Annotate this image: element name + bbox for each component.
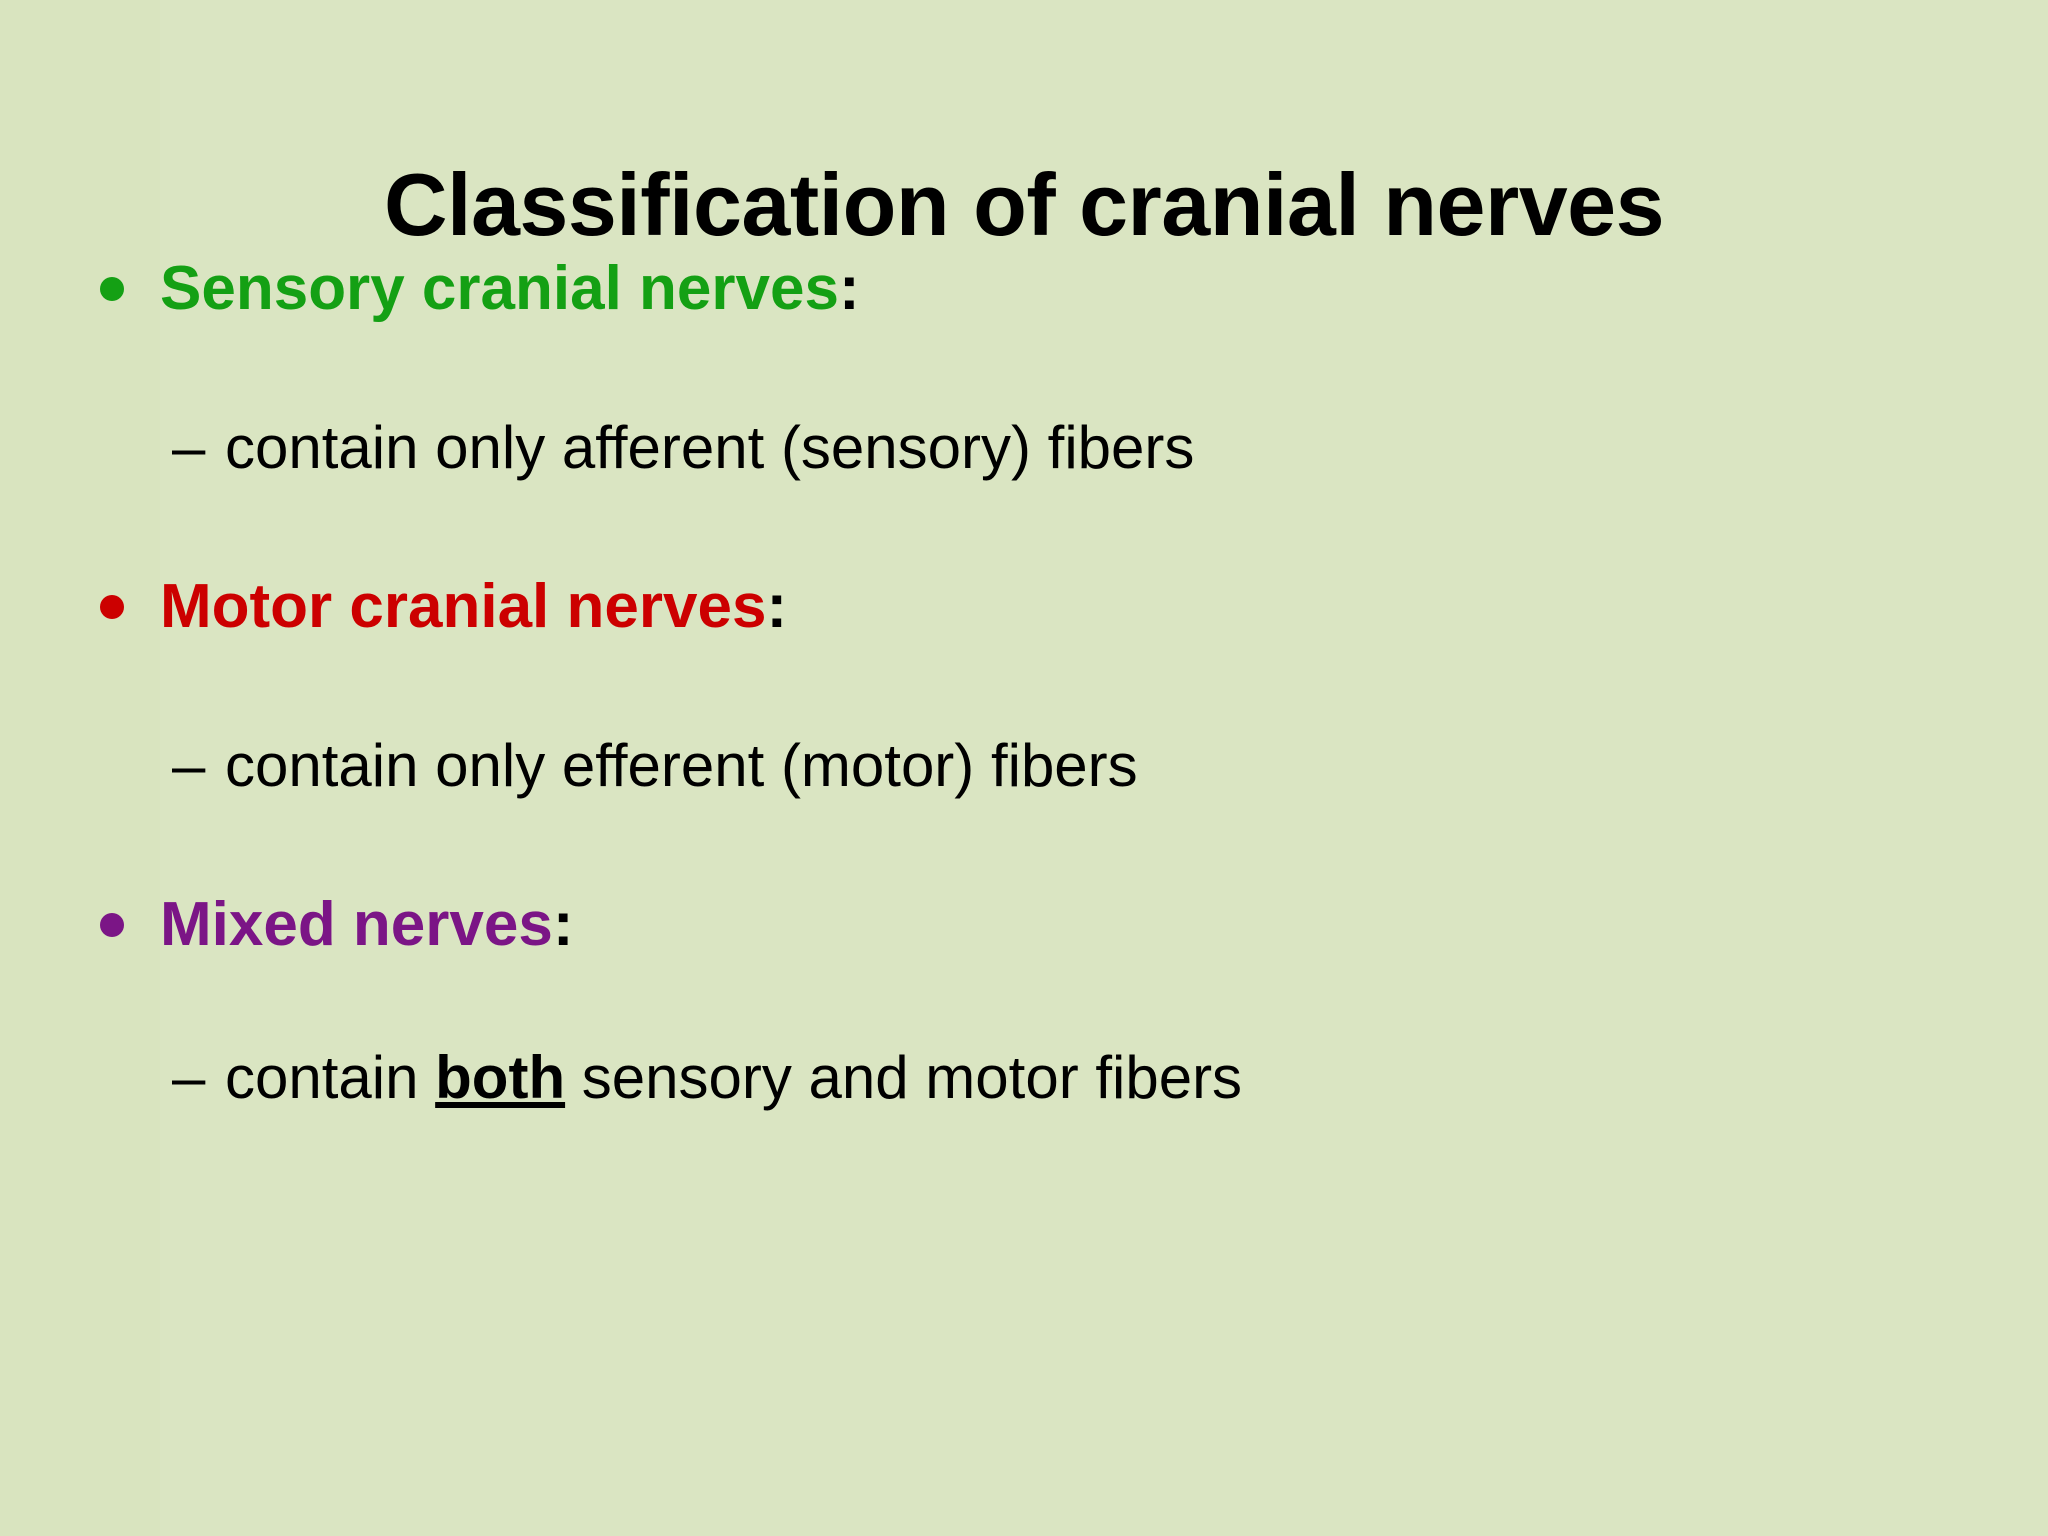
sub-item-text-motor: contain only efferent (motor) fibers bbox=[225, 732, 1138, 799]
list-item-motor-heading: Motor cranial nerves: bbox=[0, 576, 2048, 638]
spacer bbox=[0, 638, 2048, 736]
bullet-dot-icon-motor bbox=[100, 595, 124, 619]
spacer bbox=[0, 320, 2048, 418]
list-item-mixed-heading: Mixed nerves: bbox=[0, 894, 2048, 956]
en-dash-icon-motor: – bbox=[172, 732, 206, 799]
en-dash-icon-sensory: – bbox=[172, 414, 206, 481]
sub-item-text-mixed-before: contain bbox=[225, 1044, 436, 1111]
heading-colon-sensory: : bbox=[838, 254, 860, 323]
heading-colon-mixed: : bbox=[552, 890, 574, 959]
heading-label-mixed: Mixed nerves bbox=[160, 890, 553, 959]
list-item-sensory-heading: Sensory cranial nerves: bbox=[0, 258, 2048, 320]
page-title: Classification of cranial nerves bbox=[383, 154, 1665, 254]
spacer bbox=[0, 478, 2048, 576]
heading-label-sensory: Sensory cranial nerves bbox=[160, 254, 839, 323]
spacer bbox=[0, 956, 2048, 1048]
bullet-dot-icon-sensory bbox=[100, 277, 124, 301]
sub-item-sensory-detail: –contain only afferent (sensory) fibers bbox=[0, 418, 2048, 478]
en-dash-icon-mixed: – bbox=[172, 1044, 206, 1111]
sub-item-text-mixed-after: sensory and motor fibers bbox=[565, 1044, 1243, 1111]
sub-item-emphasis-both: both bbox=[435, 1044, 566, 1111]
sub-item-motor-detail: –contain only efferent (motor) fibers bbox=[0, 736, 2048, 796]
spacer bbox=[0, 796, 2048, 894]
bullet-list: Sensory cranial nerves: –contain only af… bbox=[0, 258, 2048, 1108]
sub-item-mixed-detail: –contain both sensory and motor fibers bbox=[0, 1048, 2048, 1108]
sub-item-text-sensory: contain only afferent (sensory) fibers bbox=[225, 414, 1195, 481]
heading-colon-motor: : bbox=[766, 572, 788, 641]
heading-label-motor: Motor cranial nerves bbox=[160, 572, 767, 641]
bullet-dot-icon-mixed bbox=[100, 913, 124, 937]
